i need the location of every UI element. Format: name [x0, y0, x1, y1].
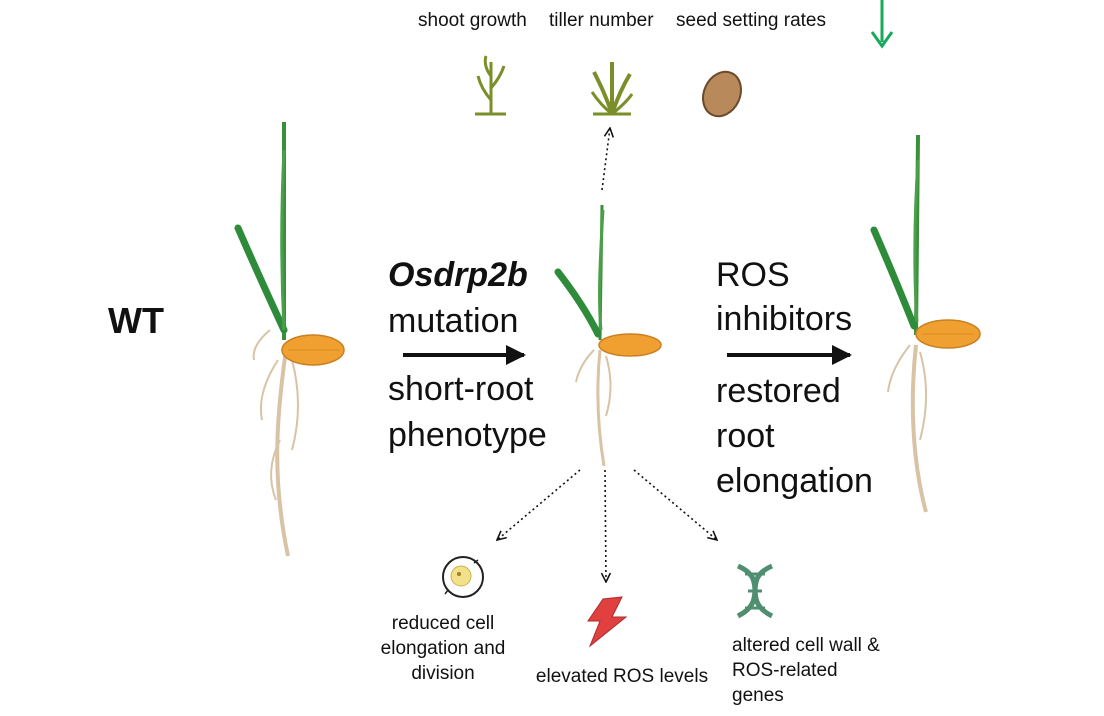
- genes-effect-line3: genes: [732, 685, 784, 706]
- phenotype-line1: short-root: [388, 370, 534, 408]
- shoot-growth-label: shoot growth: [418, 10, 527, 31]
- restored-seedling-illustration: [870, 134, 981, 513]
- cell-icon: [442, 556, 484, 598]
- mutation-label: mutation: [388, 302, 519, 340]
- cell-effect-label: reduced cell elongation and division: [362, 611, 524, 686]
- tiller-number-label: tiller number: [549, 10, 654, 31]
- cell-effect-line2: elongation and: [380, 638, 506, 659]
- tiller-grass-icon: [590, 62, 634, 116]
- ros-effect-label: elevated ROS levels: [535, 666, 709, 687]
- seed-setting-label: seed setting rates: [676, 10, 826, 31]
- dotted-arrow-to-top-effects: [601, 128, 610, 191]
- shoot-sprout-icon: [475, 55, 506, 116]
- cell-effect-line1: reduced cell: [391, 613, 495, 634]
- root-label: root: [716, 417, 775, 455]
- lightning-icon: [587, 596, 628, 648]
- phenotype-line2: phenotype: [388, 416, 547, 454]
- dotted-arrow-to-ros: [605, 469, 606, 582]
- cell-effect-line3: division: [411, 663, 475, 684]
- gene-name: Osdrp2b: [388, 256, 528, 294]
- wt-label: WT: [108, 300, 164, 341]
- genes-effect-label: altered cell wall & ROS-related genes: [732, 633, 880, 708]
- genes-effect-line1: altered cell wall &: [732, 635, 880, 656]
- dotted-arrow-to-genes: [633, 469, 717, 540]
- dna-icon: [736, 563, 774, 619]
- ros-label: ROS: [716, 256, 790, 294]
- decrease-arrow-icon: [870, 0, 894, 49]
- restored-label: restored: [716, 372, 841, 410]
- wt-seedling-illustration: [234, 122, 345, 557]
- inhibitors-label: inhibitors: [716, 300, 853, 338]
- genes-effect-line2: ROS-related: [732, 660, 838, 681]
- dotted-arrow-to-cell: [497, 469, 581, 540]
- mutant-seedling-illustration: [554, 204, 662, 467]
- elongation-label: elongation: [716, 462, 873, 500]
- seed-icon: [702, 70, 742, 118]
